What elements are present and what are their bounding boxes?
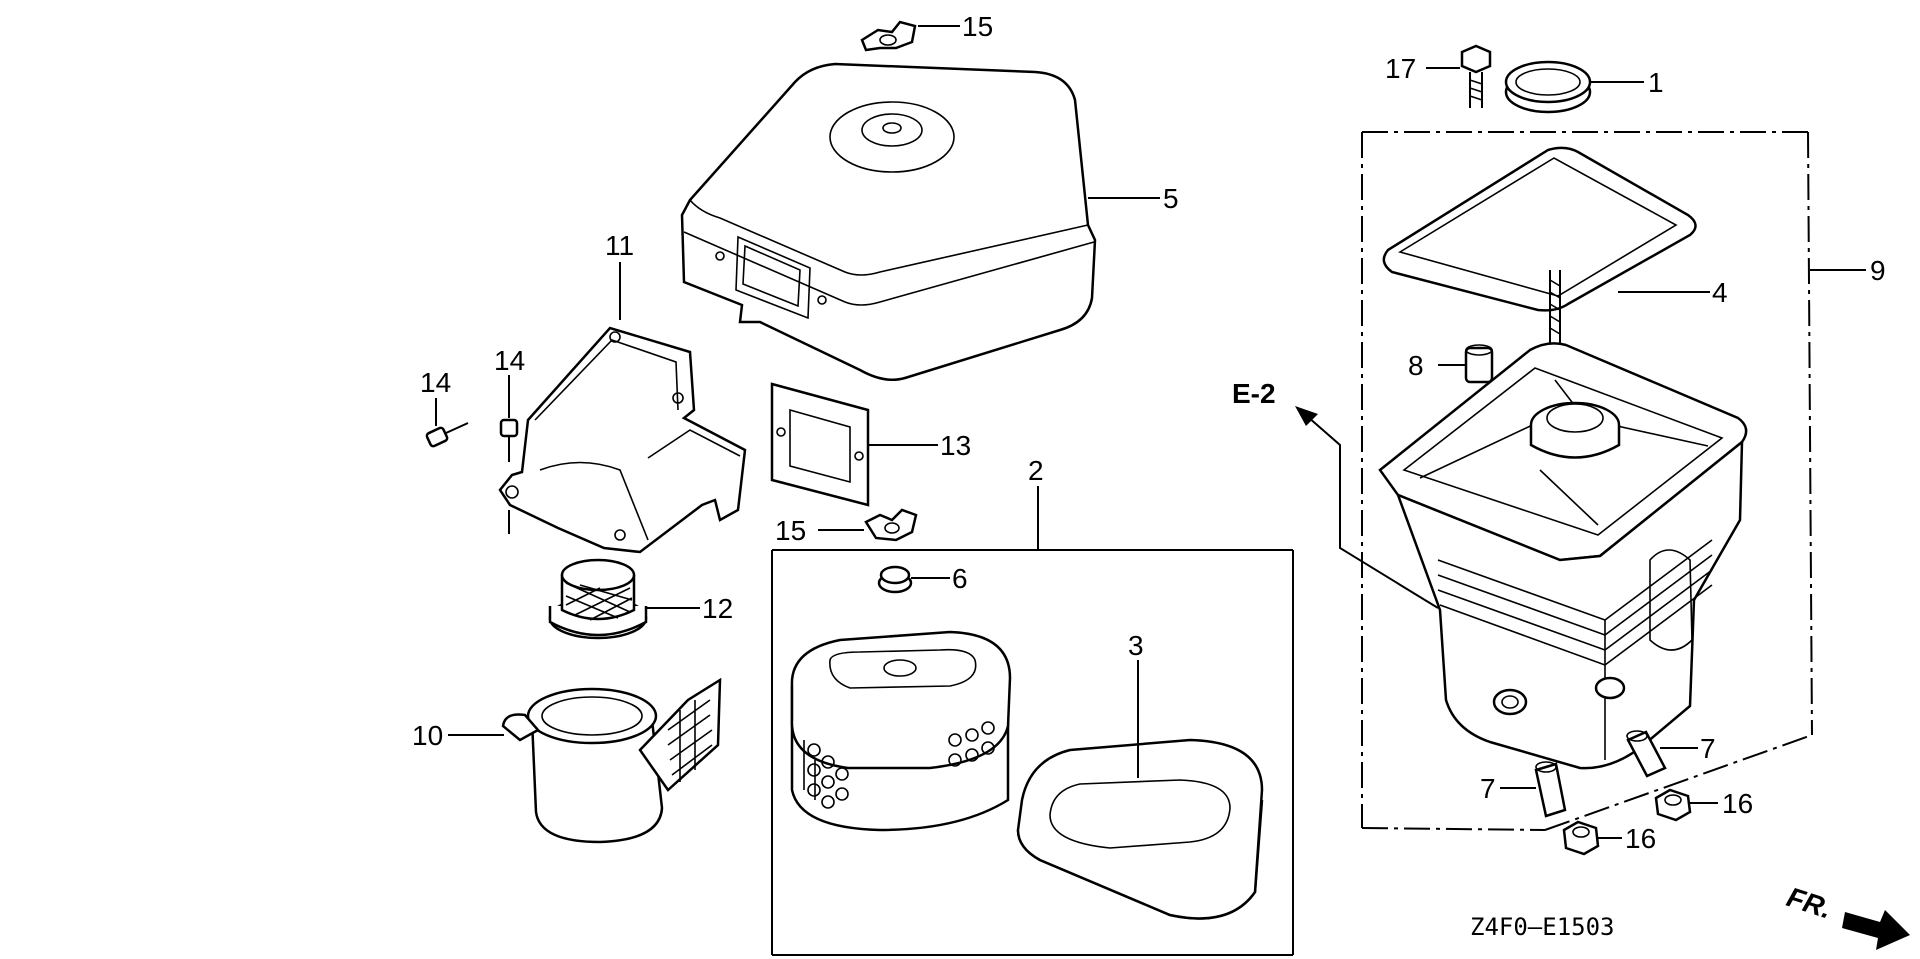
callout-15-lower: 15 xyxy=(775,515,806,546)
part-5-air-cleaner-cover xyxy=(680,62,1097,381)
part-9-air-cleaner-case xyxy=(1378,342,1748,770)
callout-16-right: 16 xyxy=(1722,788,1753,819)
reference-arrow-e2 xyxy=(1295,406,1439,609)
callout-3: 3 xyxy=(1128,630,1144,661)
callout-16-left: 16 xyxy=(1625,823,1656,854)
callout-6: 6 xyxy=(952,563,968,594)
part-4-case-gasket xyxy=(1382,146,1710,312)
part-2-paper-element xyxy=(790,630,1012,832)
part-14-bolt-left xyxy=(425,422,469,448)
front-label: FR. xyxy=(1783,881,1835,924)
part-17-bolt xyxy=(1460,44,1492,108)
part-14-bolt-center xyxy=(499,418,519,462)
callout-14-center: 14 xyxy=(494,345,525,376)
callout-1: 1 xyxy=(1648,67,1664,98)
front-arrow-icon xyxy=(1842,910,1910,950)
reference-label-e2: E-2 xyxy=(1232,378,1276,409)
callout-12: 12 xyxy=(702,593,733,624)
part-6-grommet xyxy=(877,565,913,594)
callout-10: 10 xyxy=(412,720,443,751)
part-12-screen-filter xyxy=(548,558,648,640)
part-15-wing-nut-lower xyxy=(864,508,918,542)
callout-5: 5 xyxy=(1163,183,1179,214)
part-8-collar xyxy=(1464,344,1494,384)
callout-15-top: 15 xyxy=(962,11,993,42)
part-16-nut-left xyxy=(1562,820,1600,856)
callout-14-left: 14 xyxy=(420,367,451,398)
part-1-seal-ring xyxy=(1504,60,1592,114)
group-2-element-assembly-box xyxy=(771,486,1294,956)
part-11-air-duct xyxy=(498,326,747,554)
part-7-tube-left xyxy=(1534,761,1567,818)
part-7-tube-right xyxy=(1626,730,1667,778)
callout-2: 2 xyxy=(1028,455,1044,486)
callout-17: 17 xyxy=(1385,53,1416,84)
part-3-foam-element xyxy=(1016,660,1264,920)
part-13-gasket xyxy=(770,382,870,507)
callout-9: 9 xyxy=(1870,255,1886,286)
callout-4: 4 xyxy=(1712,277,1728,308)
part-16-nut-right xyxy=(1654,788,1692,822)
group-9-case-assembly-box xyxy=(1361,131,1866,831)
front-direction-indicator: FR. xyxy=(1783,881,1910,950)
callout-8: 8 xyxy=(1408,350,1424,381)
callout-7-right: 7 xyxy=(1700,733,1716,764)
callout-11: 11 xyxy=(605,230,634,261)
drawing-code: Z4F0—E1503 xyxy=(1470,913,1615,941)
part-15-wing-nut-top xyxy=(860,20,917,52)
callout-13: 13 xyxy=(940,430,971,461)
callout-7-left: 7 xyxy=(1480,773,1496,804)
part-10-air-cleaner-case xyxy=(501,677,722,844)
